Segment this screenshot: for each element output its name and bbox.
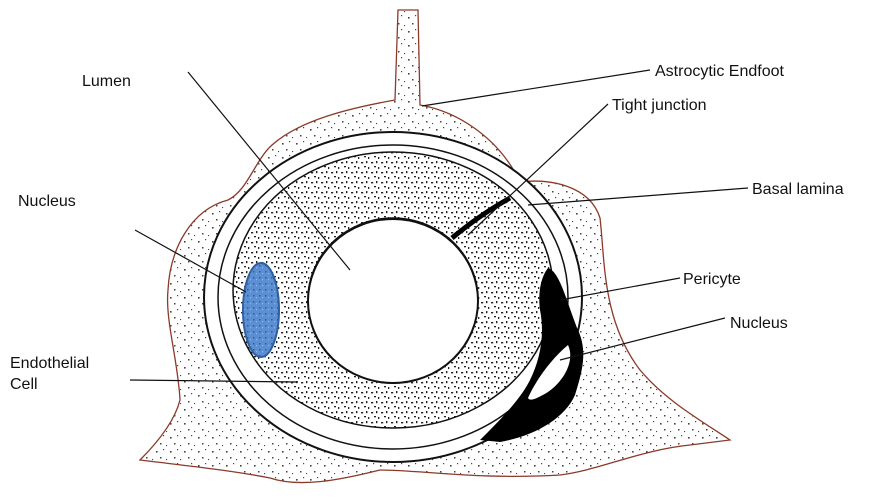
label-tight-junction: Tight junction [612, 97, 707, 114]
lumen [308, 219, 478, 383]
label-endothelial-line1: Endothelial [10, 355, 89, 372]
label-lumen: Lumen [82, 73, 131, 90]
label-pericyte: Pericyte [683, 271, 741, 288]
label-nucleus-left: Nucleus [18, 193, 76, 210]
label-endothelial-line2: Cell [10, 376, 38, 393]
label-astrocytic-endfoot: Astrocytic Endfoot [655, 63, 785, 80]
endothelial-nucleus [243, 263, 279, 357]
label-basal-lamina: Basal lamina [752, 181, 844, 198]
label-nucleus-right: Nucleus [730, 315, 788, 332]
